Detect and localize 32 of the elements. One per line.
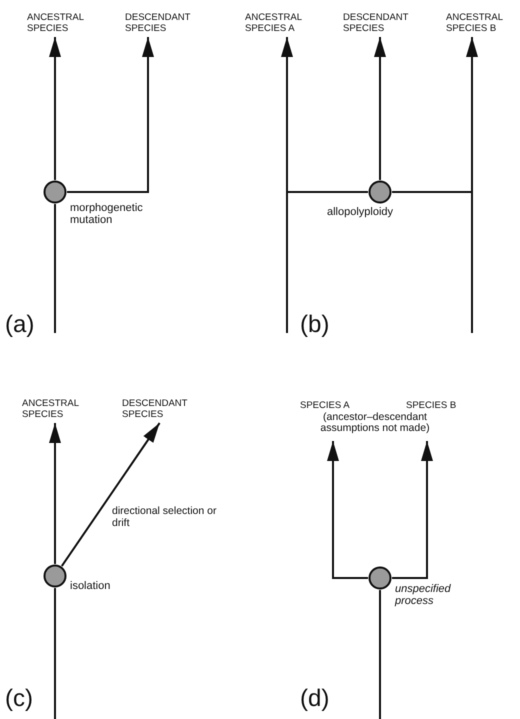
- lineage-line: [54, 204, 56, 333]
- lineage-arrow: [466, 37, 478, 333]
- species-label: DESCENDANT SPECIES: [125, 12, 190, 34]
- lineage-arrow: [327, 441, 368, 579]
- lineage-line: [287, 191, 368, 193]
- lineage-arrow: [392, 441, 433, 579]
- event-label: isolation: [70, 580, 112, 592]
- panel-letter: (c): [5, 686, 33, 712]
- lineage-arrow: [60, 422, 160, 567]
- species-label: SPECIES B: [406, 400, 461, 411]
- lineage-arrow: [374, 37, 386, 180]
- species-label: DESCENDANT SPECIES: [343, 12, 408, 34]
- lineage-arrow: [281, 37, 293, 333]
- panel-letter: (d): [300, 686, 330, 712]
- lineage-arrow: [49, 37, 61, 180]
- event-label: morphogenetic mutation: [70, 202, 144, 226]
- panel-letter: (b): [300, 312, 330, 338]
- event-label: allopolyploidy: [327, 206, 394, 218]
- lineage-line: [379, 590, 381, 719]
- species-label: ANCESTRAL SPECIES: [22, 398, 82, 420]
- lineage-arrow: [67, 37, 154, 193]
- species-label: DESCENDANT SPECIES: [122, 398, 187, 420]
- species-label: ANCESTRAL SPECIES A: [245, 12, 315, 34]
- lineage-line: [392, 191, 472, 193]
- note-text: (ancestor–descendant assumptions not made): [319, 412, 431, 434]
- species-label: ANCESTRAL SPECIES B: [446, 12, 518, 34]
- species-label: ANCESTRAL SPECIES: [27, 12, 87, 34]
- event-label: unspecified process: [395, 583, 452, 607]
- panel-letter: (a): [5, 312, 34, 338]
- lineage-arrow: [49, 423, 61, 564]
- species-label: SPECIES A: [300, 400, 355, 411]
- lineage-line: [54, 588, 56, 719]
